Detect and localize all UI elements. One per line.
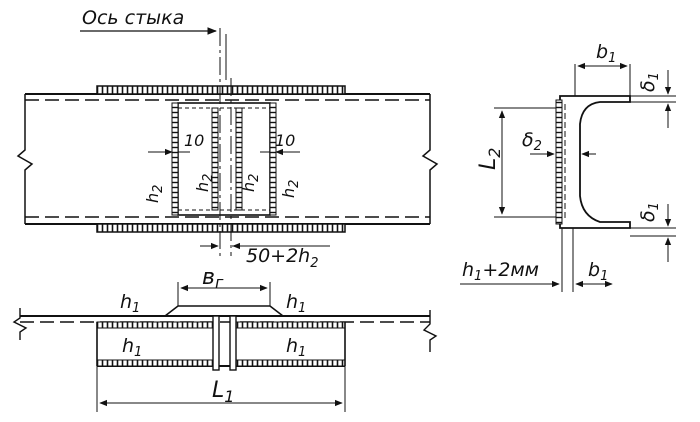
h1-label-top-right: h1 (286, 291, 306, 316)
web-weld-right (269, 102, 277, 216)
dim-delta1-top: δ1 (637, 70, 672, 128)
left-break-line (16, 94, 34, 224)
channel-profile (559, 95, 631, 229)
channel-weld (555, 99, 563, 225)
side-left-break (12, 308, 28, 340)
h1-label-top-left: h1 (120, 291, 140, 316)
dim-50-2h2-text: 50+2h2 (246, 245, 319, 271)
dim-h1-2mm-text: h1+2мм (462, 259, 539, 284)
top-view (16, 28, 439, 256)
bottom-cover-plate (96, 223, 346, 233)
dim-delta1-top-text: δ1 (637, 72, 662, 92)
side-view (12, 282, 438, 412)
svg-text:h2: h2 (143, 185, 166, 203)
side-weld-top-left (96, 321, 214, 329)
dim-h1-2mm: h1+2мм (460, 259, 560, 288)
h1-label-bottom-left: h1 (122, 335, 142, 360)
svg-text:h2: h2 (239, 174, 262, 192)
top-cover-plate (96, 85, 346, 95)
dim-bg: вг (180, 265, 268, 292)
svg-text:h2: h2 (193, 174, 216, 192)
dim-10-left-text: 10 (184, 131, 204, 150)
dim-L2-text: L2 (476, 148, 504, 170)
dim-b1-top: b1 (577, 41, 628, 70)
channel-section (494, 64, 676, 292)
side-joint-gap-right (229, 315, 237, 371)
side-weld-bottom-left (96, 359, 214, 367)
dim-b1-bottom-text: b1 (588, 259, 608, 284)
web-weld-left (171, 102, 179, 216)
h2-label-4: h2 (279, 180, 302, 198)
web-weld-mid-left (211, 107, 219, 211)
dim-delta2: δ2 (522, 129, 596, 158)
dim-L2: L2 (476, 110, 506, 215)
dim-delta2-text: δ2 (522, 129, 542, 154)
dim-delta1-bottom: δ1 (637, 202, 672, 262)
dim-b1-top-text: b1 (596, 41, 616, 66)
side-weld-top-right (235, 321, 346, 329)
dim-10-left: 10 (148, 131, 204, 156)
dim-L1-text: L1 (212, 378, 234, 406)
top-splice-plate (164, 305, 284, 317)
web-plate (177, 102, 271, 216)
dim-delta1-bottom-text: δ1 (637, 202, 662, 222)
svg-text:h2: h2 (279, 180, 302, 198)
dim-10-right: 10 (260, 131, 300, 156)
h2-label-2: h2 (193, 174, 216, 192)
side-weld-bottom-right (235, 359, 346, 367)
side-right-break (422, 310, 438, 352)
side-joint-gap-left (212, 315, 220, 371)
right-break-line (421, 94, 439, 224)
dim-b1-bottom: b1 (575, 259, 613, 288)
dim-50-2h2: 50+2h2 (200, 242, 330, 271)
h2-label-3: h2 (239, 174, 262, 192)
dim-10-right-text: 10 (275, 131, 295, 150)
joint-axis-label: Ось стыка (82, 7, 184, 29)
web-weld-mid-right (235, 107, 243, 211)
h1-label-bottom-right: h1 (286, 335, 306, 360)
dim-bg-text: вг (202, 265, 224, 292)
h2-label-1: h2 (143, 185, 166, 203)
dim-L1: L1 (99, 378, 343, 407)
